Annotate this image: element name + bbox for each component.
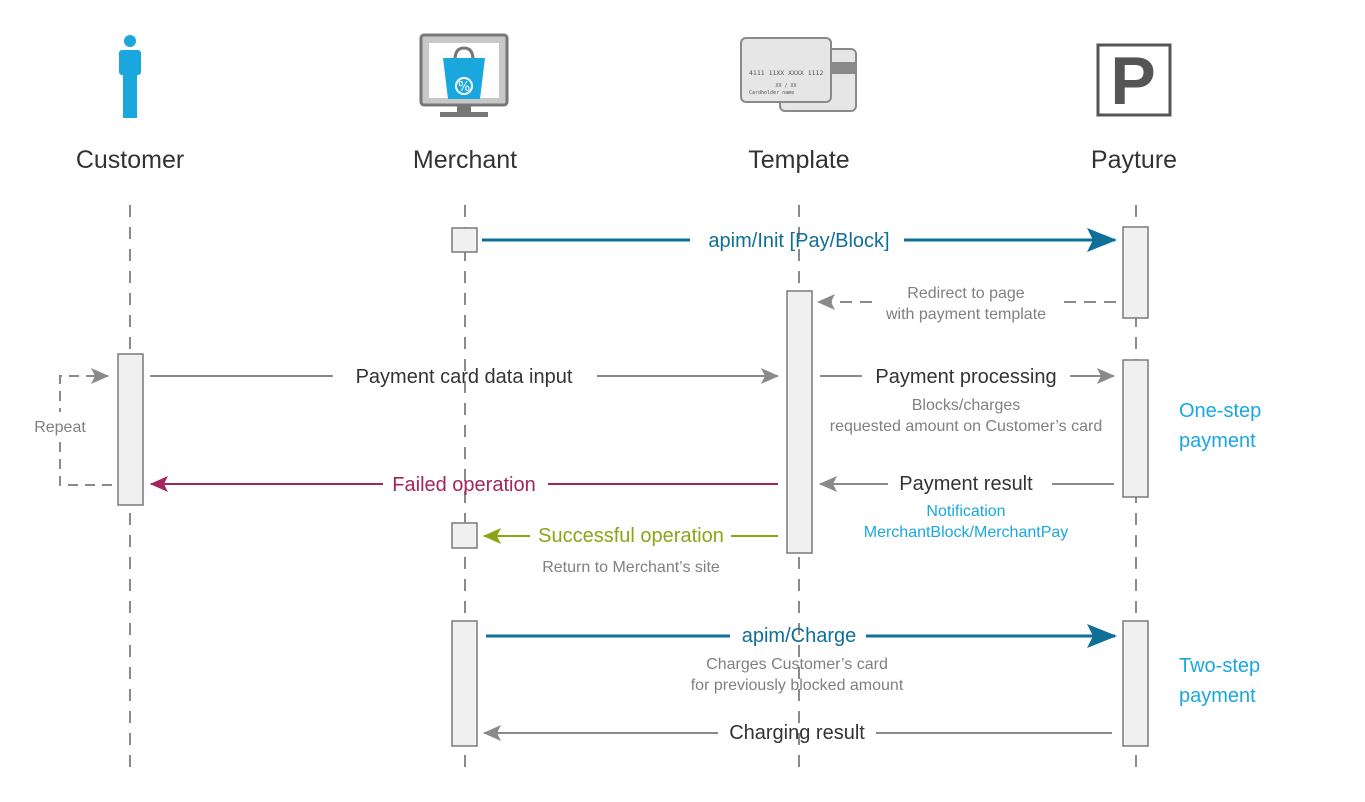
repeat-loop: Repeat: [32, 368, 112, 486]
message-failed-label: Failed operation: [392, 474, 535, 496]
card-holder-text: Cardholder name: [749, 90, 794, 96]
message-card-input-label: Payment card data input: [356, 366, 573, 388]
payture-logo-letter: P: [1110, 43, 1155, 119]
message-card-input: Payment card data input: [150, 366, 779, 388]
repeat-label: Repeat: [34, 419, 86, 436]
message-successful-label: Successful operation: [538, 525, 724, 547]
message-processing-sub1: Blocks/charges: [912, 397, 1021, 414]
message-init: apim/Init [Pay/Block]: [482, 228, 1117, 252]
actor-template: Template: [748, 146, 849, 174]
message-charge-sub1: Charges Customer’s card: [706, 656, 888, 673]
card-number-text: 4111 11XX XXXX 1112: [749, 69, 823, 77]
message-charge-sub2: for previously blocked amount: [691, 677, 904, 694]
message-charging-result: Charging result: [483, 722, 1112, 744]
message-processing-label: Payment processing: [875, 366, 1056, 388]
note-one-step-line2: payment: [1179, 430, 1256, 452]
activation-payture-processing: [1122, 359, 1149, 498]
activation-customer: [117, 353, 144, 506]
message-charging-result-label: Charging result: [729, 722, 865, 744]
message-processing-sub2: requested amount on Customer’s card: [830, 418, 1102, 435]
message-return-label: Return to Merchant’s site: [542, 559, 720, 576]
notification-line2: MerchantBlock/MerchantPay: [864, 524, 1069, 541]
message-payment-result: Payment result Notification MerchantBloc…: [819, 473, 1114, 541]
message-processing: Payment processing Blocks/charges reques…: [820, 366, 1115, 435]
activation-merchant-return: [451, 522, 478, 549]
message-redirect-line1: Redirect to page: [907, 285, 1025, 302]
activation-template: [786, 290, 813, 554]
activation-merchant-charge: [451, 620, 478, 747]
card-expiry-text: XX / XX: [775, 83, 796, 89]
message-redirect: Redirect to page with payment template: [817, 285, 1116, 323]
merchant-icon: %: [419, 33, 509, 117]
notification-line1: Notification: [926, 503, 1005, 520]
message-charge: apim/Charge Charges Customer’s card for …: [486, 624, 1117, 694]
note-two-step-line1: Two-step: [1179, 655, 1260, 677]
actor-payture: Payture: [1091, 146, 1177, 174]
activation-merchant-init: [451, 227, 478, 253]
message-redirect-line2: with payment template: [885, 306, 1046, 323]
activation-payture-charge: [1122, 620, 1149, 747]
message-failed: Failed operation: [150, 474, 778, 496]
customer-icon: [119, 35, 141, 118]
actor-merchant: Merchant: [413, 146, 517, 174]
activation-payture-init: [1122, 226, 1149, 319]
svg-text:%: %: [458, 80, 470, 95]
message-charge-label: apim/Charge: [742, 625, 857, 647]
card-icon: 4111 11XX XXXX 1112 XX / XX Cardholder n…: [740, 37, 857, 112]
note-one-step-line1: One-step: [1179, 400, 1261, 422]
note-two-step-line2: payment: [1179, 685, 1256, 707]
message-init-label: apim/Init [Pay/Block]: [708, 230, 889, 252]
message-successful: Successful operation Return to Merchant’…: [483, 525, 778, 576]
message-payment-result-label: Payment result: [899, 473, 1033, 495]
payture-logo-icon: P: [1096, 43, 1172, 119]
actor-customer: Customer: [76, 146, 184, 174]
